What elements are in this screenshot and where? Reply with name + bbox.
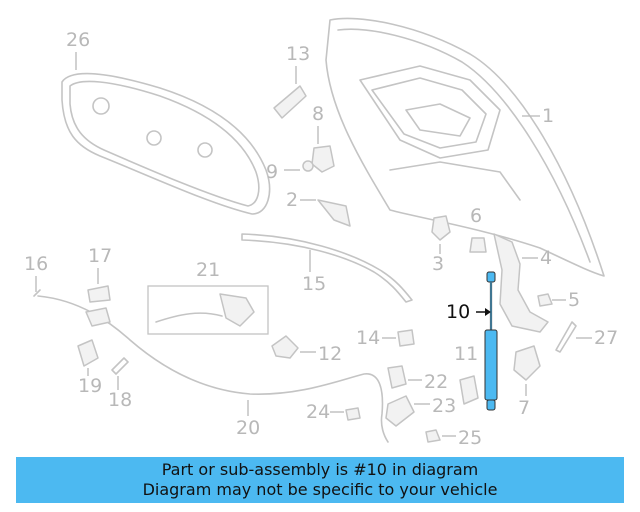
part-27[interactable] (555, 321, 577, 353)
part-7[interactable] (513, 345, 541, 381)
callout-10: 10 (446, 301, 470, 323)
part-10-hood-lift-support[interactable] (484, 271, 498, 411)
part-15-seal[interactable] (241, 233, 413, 303)
part-25[interactable] (425, 429, 441, 443)
callout-1: 1 (542, 105, 554, 127)
callout-22: 22 (424, 371, 448, 393)
callout-26: 26 (66, 29, 90, 51)
callout-12: 12 (318, 343, 342, 365)
callout-7: 7 (518, 397, 530, 419)
info-banner: Part or sub-assembly is #10 in diagram D… (16, 457, 624, 503)
callout-13: 13 (286, 43, 310, 65)
callout-20: 20 (236, 417, 260, 439)
callout-24: 24 (306, 401, 330, 423)
callout-15: 15 (302, 273, 326, 295)
part-20-latch[interactable] (85, 307, 111, 327)
part-17[interactable] (87, 285, 111, 303)
part-3[interactable] (431, 215, 451, 241)
callout-14: 14 (356, 327, 380, 349)
part-16[interactable] (33, 289, 41, 297)
part-22[interactable] (387, 365, 407, 389)
callout-19: 19 (78, 375, 102, 397)
part-21-release-handle[interactable] (147, 285, 269, 335)
callout-17: 17 (88, 245, 112, 267)
part-14[interactable] (397, 329, 415, 347)
part-5[interactable] (537, 293, 553, 307)
part-26-hood-insulator[interactable] (61, 72, 271, 215)
part-8[interactable] (311, 145, 335, 173)
part-24[interactable] (345, 407, 361, 421)
part-9[interactable] (302, 160, 314, 172)
callout-27: 27 (594, 327, 618, 349)
callout-16: 16 (24, 253, 48, 275)
callout-25: 25 (458, 427, 482, 449)
callout-2: 2 (286, 189, 298, 211)
callout-21: 21 (196, 259, 220, 281)
leader-10-arrow (485, 308, 491, 316)
part-18[interactable] (111, 357, 129, 375)
callout-23: 23 (432, 395, 456, 417)
parts-diagram: 26 1 13 8 9 2 15 6 3 4 5 27 7 (24, 17, 618, 449)
callout-9: 9 (266, 161, 278, 183)
banner-line-part: Part or sub-assembly is #10 in diagram (161, 460, 479, 479)
callout-4: 4 (540, 247, 552, 269)
part-20-release-cable[interactable] (37, 295, 389, 443)
callout-5: 5 (568, 289, 580, 311)
callout-6: 6 (470, 205, 482, 227)
part-13[interactable] (273, 85, 307, 119)
callout-3: 3 (432, 253, 444, 275)
part-1-hood-panel[interactable] (325, 17, 605, 277)
part-4-hinge[interactable] (493, 233, 549, 333)
part-6[interactable] (469, 237, 487, 253)
callout-11: 11 (454, 343, 478, 365)
part-12[interactable] (271, 335, 299, 359)
callout-18: 18 (108, 389, 132, 411)
part-23[interactable] (385, 395, 415, 427)
banner-line-disclaimer: Diagram may not be specific to your vehi… (142, 480, 498, 499)
part-11[interactable] (459, 375, 479, 405)
part-19[interactable] (77, 339, 99, 367)
part-2[interactable] (317, 199, 351, 227)
callout-8: 8 (312, 103, 324, 125)
